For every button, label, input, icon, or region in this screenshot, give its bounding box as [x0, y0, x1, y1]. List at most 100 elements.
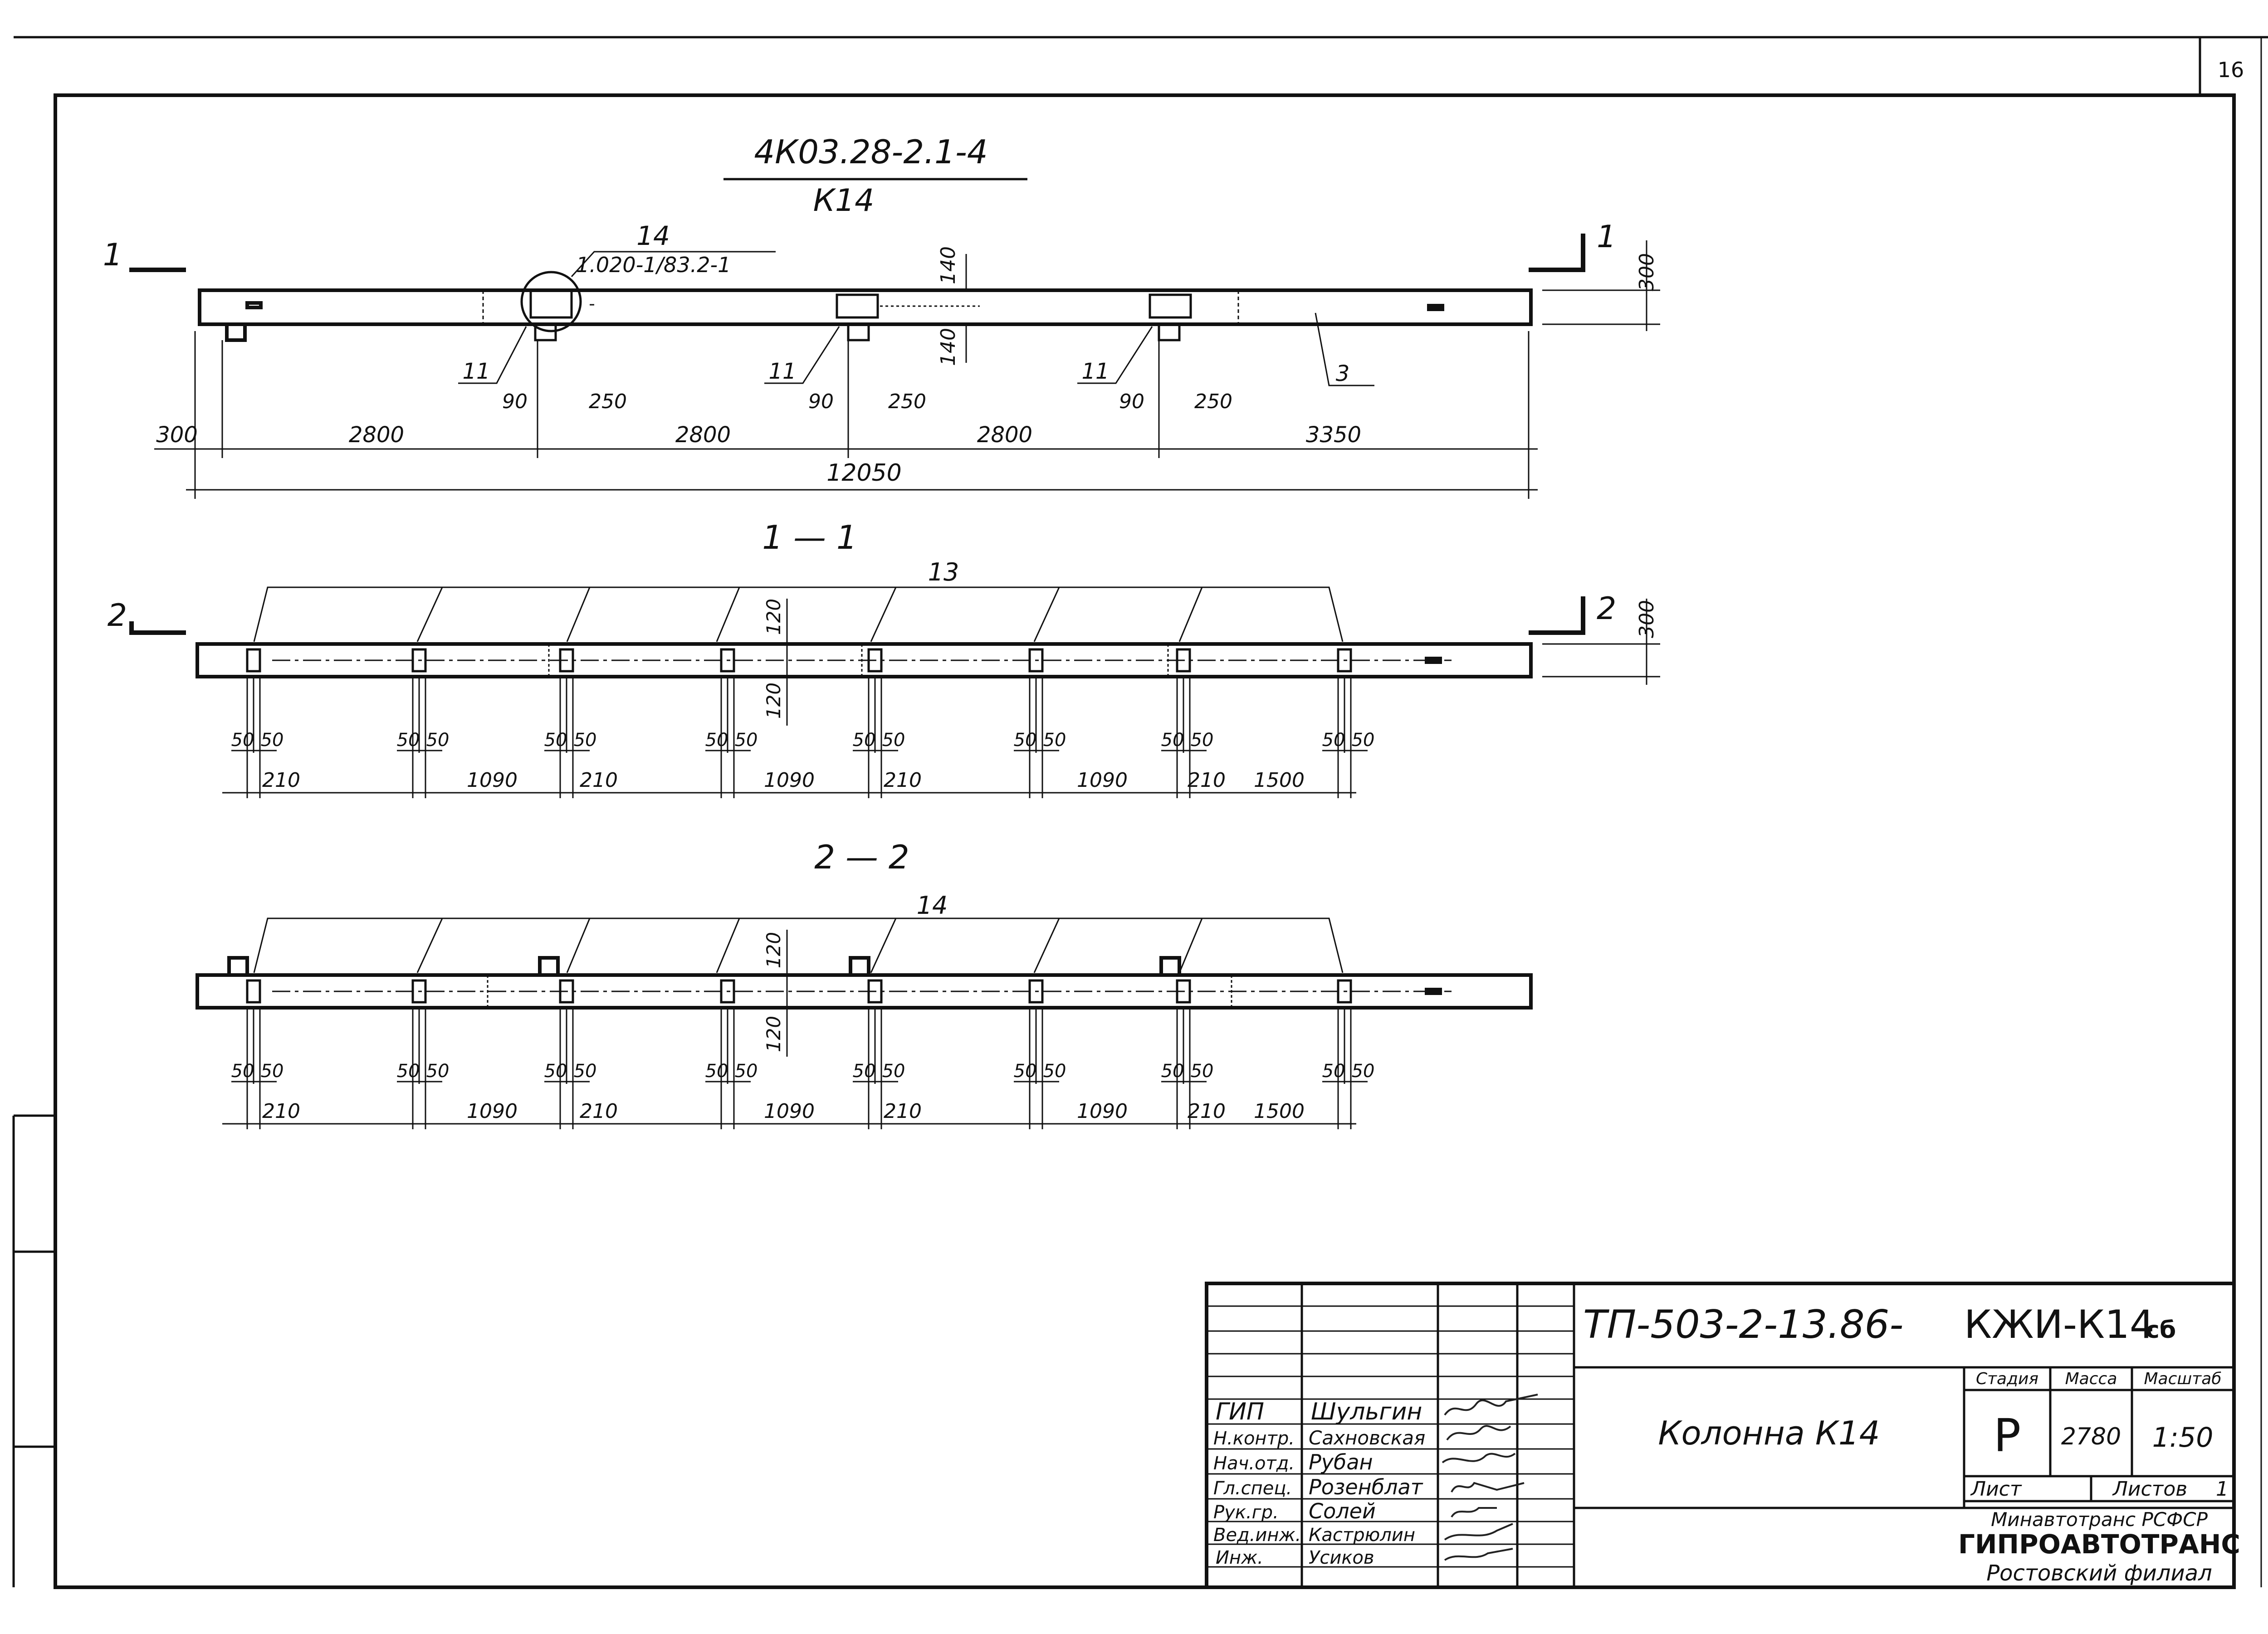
svg-text:50: 50: [544, 730, 567, 751]
sheets-label: Листов: [2112, 1478, 2187, 1501]
section-mark-1-right: 1: [1597, 219, 1616, 255]
leader-11-second: 11: [768, 359, 796, 384]
offset-90-third: 90: [1119, 390, 1144, 413]
designation: ТП-503-2-13.86-: [1583, 1302, 1903, 1347]
offset-90-second: 90: [808, 390, 834, 413]
name-2: Рубан: [1309, 1450, 1373, 1474]
section-1-title: 1 — 1: [762, 518, 857, 556]
mark-code: 4К03.28-2.1-4: [754, 133, 987, 171]
svg-text:50: 50: [397, 1061, 420, 1082]
svg-text:210: 210: [1188, 1100, 1226, 1123]
svg-text:50: 50: [544, 1061, 567, 1082]
role-5: Вед.инж.: [1213, 1525, 1301, 1546]
name-4: Солей: [1309, 1499, 1376, 1523]
section-1-depth-bottom: 120: [763, 683, 785, 719]
offset-250-first: 250: [589, 390, 627, 413]
title-block-text: ТП-503-2-13.86- КЖИ-К14 сб Колонна К14 С…: [1583, 1302, 2240, 1586]
section-1-leader: 13: [928, 558, 959, 586]
role-1: Н.контр.: [1213, 1428, 1295, 1449]
scale-value: 1:50: [2152, 1422, 2214, 1454]
svg-text:50: 50: [1043, 730, 1066, 751]
svg-text:50: 50: [397, 730, 420, 751]
svg-text:50: 50: [426, 730, 450, 751]
drawing-name: Колонна К14: [1658, 1414, 1880, 1452]
svg-text:1090: 1090: [764, 769, 815, 792]
section-mark-2: [129, 596, 1585, 635]
mark-name: К14: [813, 183, 875, 219]
section-1-spacing-dims: 210 1090 210 1090 210 1090 210 1500: [262, 769, 1305, 792]
svg-text:50: 50: [1322, 730, 1345, 751]
svg-text:50: 50: [882, 730, 905, 751]
sheet-label: Лист: [1970, 1478, 2022, 1501]
svg-text:50: 50: [261, 1061, 284, 1082]
svg-text:50: 50: [1191, 730, 1214, 751]
section-2-title: 2 — 2: [814, 838, 909, 876]
section-2-view: [196, 917, 1533, 1129]
svg-text:50: 50: [1352, 730, 1375, 751]
svg-text:50: 50: [1322, 1061, 1345, 1082]
svg-text:210: 210: [1188, 769, 1226, 792]
offset-250-second: 250: [888, 390, 926, 413]
svg-text:210: 210: [262, 769, 300, 792]
svg-text:1090: 1090: [467, 1100, 518, 1123]
offset-250-third: 250: [1194, 390, 1232, 413]
approval-list: ГИП Шульгин Н.контр. Сахновская Нач.отд.…: [1213, 1398, 1425, 1568]
svg-text:50: 50: [231, 1061, 254, 1082]
svg-text:50: 50: [1043, 1061, 1066, 1082]
span-dimension-1: 300: [156, 422, 198, 448]
sheet-frame: [12, 36, 2268, 1589]
svg-text:1500: 1500: [1254, 1100, 1305, 1123]
org-line-1: Минавтотранс РСФСР: [1991, 1508, 2208, 1531]
niche-depth-top: 140: [937, 246, 960, 284]
section-1-view: [196, 586, 1660, 798]
svg-text:50: 50: [735, 1061, 758, 1082]
section-mark-2-right: 2: [1597, 591, 1616, 627]
title-block: [1205, 1282, 2236, 1589]
org-line-3: Ростовский филиал: [1986, 1561, 2212, 1586]
section-2-depth-top: 120: [763, 932, 785, 968]
total-length: 12050: [826, 459, 901, 487]
svg-text:1090: 1090: [1077, 769, 1128, 792]
svg-text:210: 210: [884, 1100, 922, 1123]
svg-text:50: 50: [705, 1061, 728, 1082]
svg-text:210: 210: [580, 769, 618, 792]
span-dimension-2: 2800: [349, 422, 404, 448]
span-dimension-5: 3350: [1306, 422, 1361, 448]
svg-text:50: 50: [426, 1061, 450, 1082]
section-1-height: 300: [1635, 600, 1658, 638]
svg-text:50: 50: [853, 1061, 876, 1082]
name-6: Усиков: [1309, 1547, 1374, 1568]
svg-text:210: 210: [580, 1100, 618, 1123]
span-dimension-4: 2800: [977, 422, 1032, 448]
role-2: Нач.отд.: [1213, 1453, 1295, 1474]
svg-text:1500: 1500: [1254, 769, 1305, 792]
svg-text:1090: 1090: [764, 1100, 815, 1123]
svg-text:50: 50: [882, 1061, 905, 1082]
callout-reference: 1.020-1/83.2-1: [576, 253, 731, 277]
name-1: Сахновская: [1309, 1427, 1425, 1449]
column-stage: Стадия: [1976, 1370, 2038, 1388]
svg-text:50: 50: [1014, 1061, 1037, 1082]
svg-text:50: 50: [1161, 730, 1184, 751]
callout-number: 14: [636, 220, 670, 251]
section-2-depth-bottom: 120: [763, 1016, 785, 1052]
svg-text:210: 210: [884, 769, 922, 792]
column-scale: Масштаб: [2144, 1370, 2221, 1388]
svg-text:1090: 1090: [467, 769, 518, 792]
name-0: Шульгин: [1311, 1398, 1422, 1425]
section-2-spacing-dims: 210 1090 210 1090 210 1090 210 1500: [262, 1100, 1305, 1123]
sheets-count: 1: [2216, 1478, 2229, 1501]
svg-text:50: 50: [853, 730, 876, 751]
role-3: Гл.спец.: [1213, 1478, 1292, 1499]
svg-text:50: 50: [231, 730, 254, 751]
doc-code: КЖИ-К14: [1964, 1302, 2155, 1347]
section-2-leader: 14: [917, 891, 948, 920]
column-mass: Масса: [2065, 1370, 2117, 1388]
elevation-height: 300: [1635, 253, 1658, 291]
column-elevation: [154, 240, 1660, 499]
leader-3: 3: [1336, 361, 1350, 386]
svg-text:50: 50: [1191, 1061, 1214, 1082]
role-6: Инж.: [1216, 1547, 1263, 1568]
